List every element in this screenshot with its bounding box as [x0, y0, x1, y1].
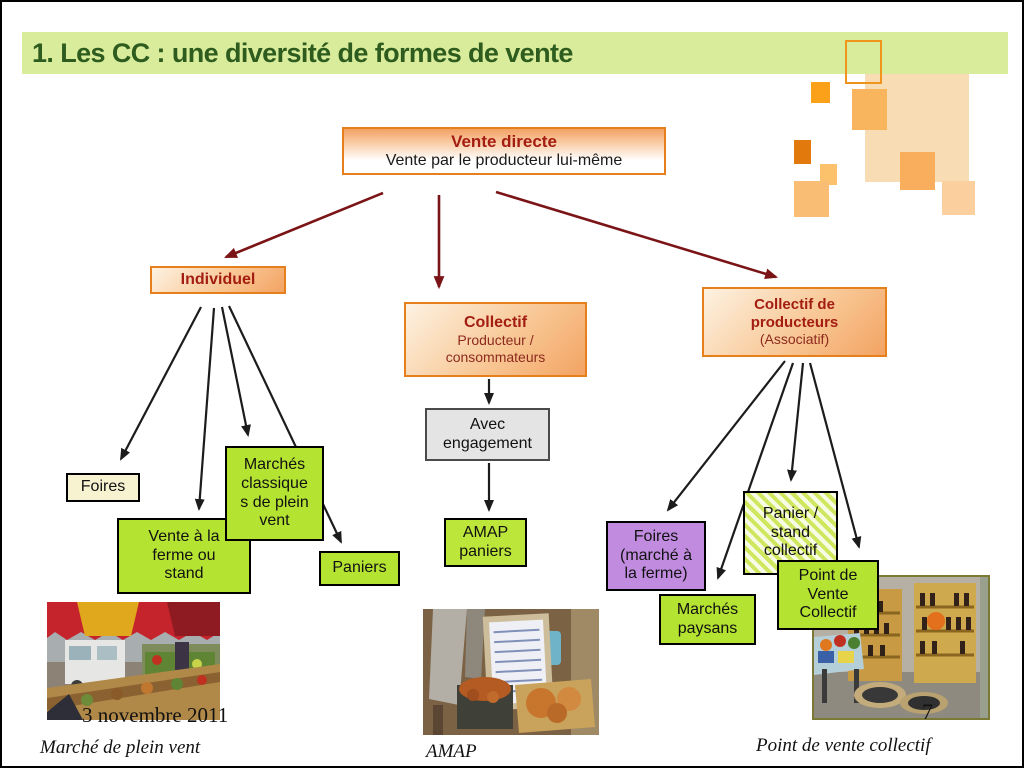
node-title: Vente directe — [451, 131, 557, 151]
arrow-collprod-to-panier-stand — [787, 362, 805, 482]
node-point-de-vente-collectif: Point de Vente Collectif — [777, 560, 879, 630]
node-foires: Foires — [66, 473, 140, 502]
photo-amap — [423, 609, 599, 735]
caption-point-de-vente-collectif: Point de vente collectif — [756, 735, 931, 756]
arrow-individuel-to-foires — [120, 306, 202, 461]
node-vente-directe: Vente directe Vente par le producteur lu… — [342, 127, 666, 175]
node-individuel: Individuel — [150, 266, 286, 294]
caption-marche-de-plein-vent: Marché de plein vent — [40, 737, 201, 758]
node-subtitle: (Associatif) — [759, 331, 830, 348]
node-amap-paniers: AMAP paniers — [444, 518, 527, 567]
deco-square-bright — [811, 82, 830, 103]
node-title: Individuel — [180, 270, 256, 288]
arrow-collprod-to-point-vente — [808, 362, 862, 549]
arrow-collprod-to-marches-paysans — [716, 362, 795, 580]
node-marches-paysans: Marchés paysans — [659, 594, 756, 645]
node-marches-classiques: Marchés classique s de plein vent — [225, 446, 324, 541]
node-subtitle: Producteur / consommateurs — [445, 332, 546, 365]
amap-photo-illustration — [423, 609, 599, 735]
arrow-root-to-individuel — [223, 191, 384, 259]
deco-square-light-bottom — [794, 181, 829, 217]
arrow-individuel-to-vente-ferme — [194, 307, 216, 511]
photo-point-de-vente-collectif — [812, 575, 990, 720]
photo-marche-plein-vent — [47, 602, 220, 720]
node-subtitle: Vente par le producteur lui-même — [385, 151, 623, 169]
node-title: Collectif de producteurs — [750, 296, 839, 331]
deco-square-dark — [794, 140, 811, 164]
node-paniers: Paniers — [319, 551, 400, 586]
arrow-individuel-to-marches-classiques — [220, 306, 251, 437]
deco-square-medium-center — [900, 152, 935, 190]
deco-square-outline — [845, 40, 882, 84]
arrow-collprod-to-foires-marche — [666, 360, 786, 512]
market-photo-illustration — [47, 602, 220, 720]
page-number: 7 — [922, 699, 933, 724]
node-avec-engagement: Avec engagement — [425, 408, 550, 461]
node-collectif-de-producteurs: Collectif de producteurs (Associatif) — [702, 287, 887, 357]
caption-amap: AMAP — [426, 741, 477, 762]
slide-date: 3 novembre 2011 — [82, 703, 229, 727]
page-title: 1. Les CC : une diversité de formes de v… — [32, 37, 573, 68]
deco-square-medium — [852, 89, 887, 130]
deco-square-light-small — [820, 164, 837, 185]
deco-square-pale-right — [942, 181, 975, 215]
node-collectif: Collectif Producteur / consommateurs — [404, 302, 587, 377]
title-bar: 1. Les CC : une diversité de formes de v… — [22, 32, 1008, 74]
node-title: Collectif — [463, 313, 528, 331]
shop-photo-illustration — [814, 577, 988, 718]
arrow-root-to-collectif-producteurs — [495, 190, 779, 280]
node-foires-marche-a-la-ferme: Foires (marché à la ferme) — [606, 521, 706, 591]
